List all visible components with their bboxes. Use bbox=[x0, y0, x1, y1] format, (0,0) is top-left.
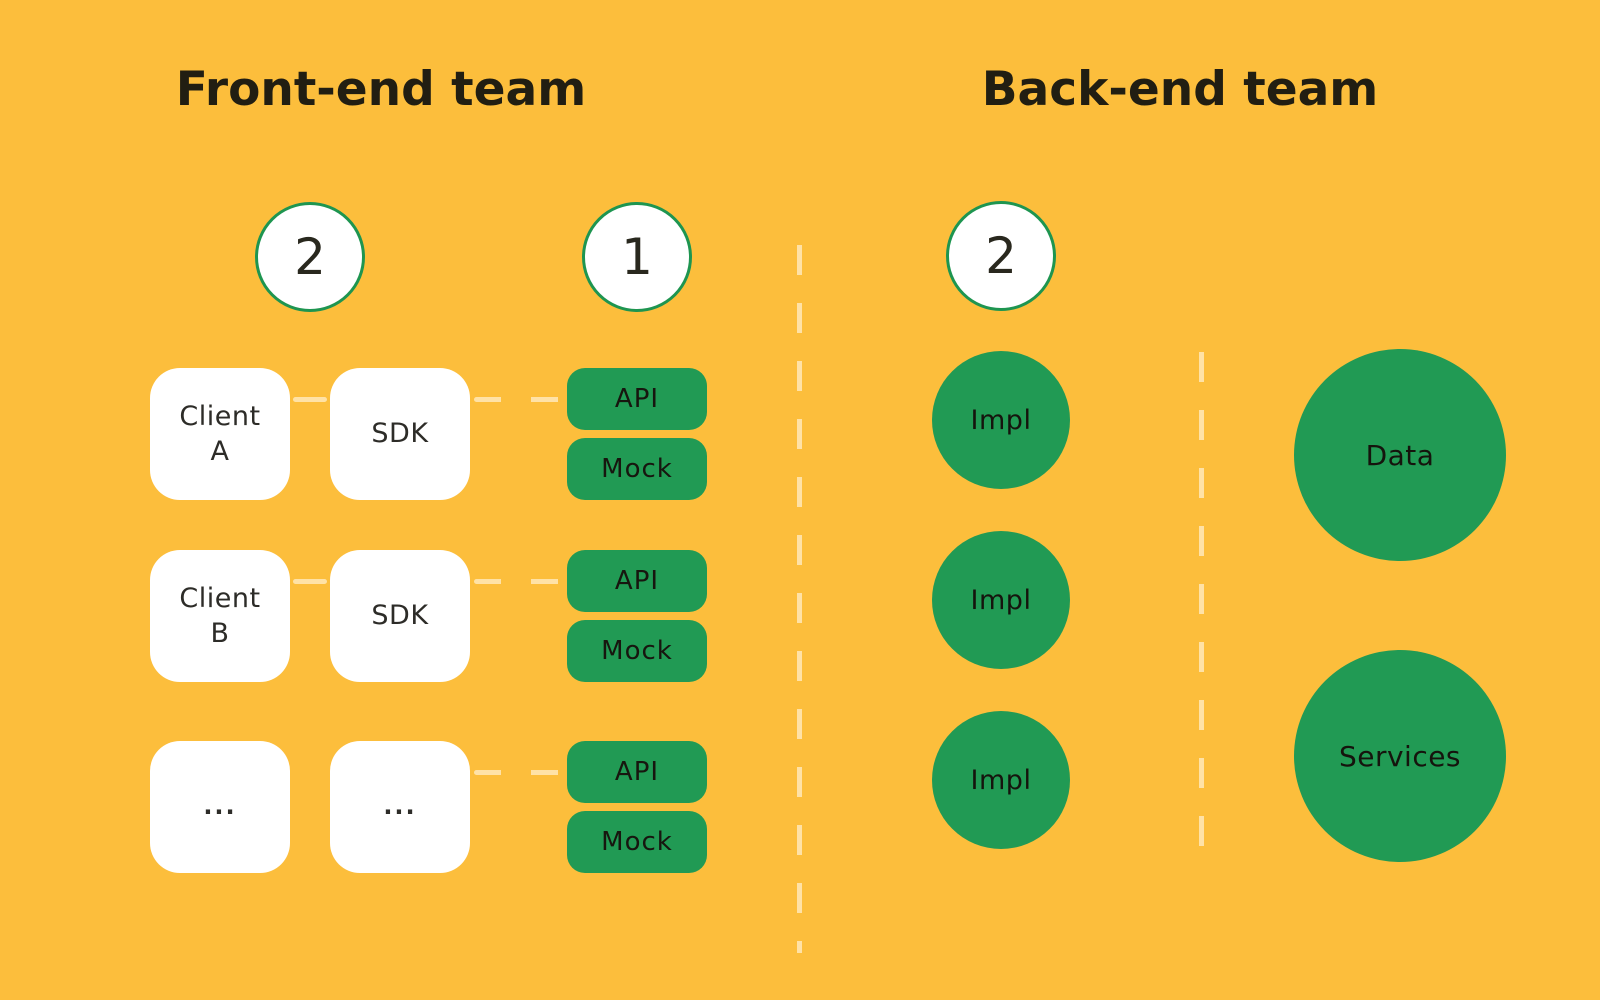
sdk-more-box: ... bbox=[330, 741, 470, 873]
frontend-backend-divider bbox=[797, 245, 802, 953]
services-circle: Services bbox=[1294, 650, 1506, 862]
api-pill-row3: API bbox=[567, 741, 707, 803]
sdk-box-row1: SDK bbox=[330, 368, 470, 500]
sdk-box-row2: SDK bbox=[330, 550, 470, 682]
sdk-api-connector-row3 bbox=[474, 770, 567, 775]
frontend-step-badge-1: 1 bbox=[582, 202, 692, 312]
sdk-api-connector-row2 bbox=[474, 579, 567, 584]
mock-pill-row2: Mock bbox=[567, 620, 707, 682]
client-sdk-connector-row2 bbox=[293, 579, 327, 584]
frontend-title: Front-end team bbox=[175, 62, 587, 117]
sdk-api-connector-row1 bbox=[474, 397, 567, 402]
impl-resources-divider bbox=[1199, 352, 1204, 847]
client-sdk-connector-row1 bbox=[293, 397, 327, 402]
client-more-box: ... bbox=[150, 741, 290, 873]
impl-circle-3: Impl bbox=[932, 711, 1070, 849]
backend-step-badge-2: 2 bbox=[946, 201, 1056, 311]
impl-circle-2: Impl bbox=[932, 531, 1070, 669]
api-pill-row2: API bbox=[567, 550, 707, 612]
client-a-box: Client A bbox=[150, 368, 290, 500]
api-pill-row1: API bbox=[567, 368, 707, 430]
client-b-box: Client B bbox=[150, 550, 290, 682]
frontend-step-badge-2: 2 bbox=[255, 202, 365, 312]
impl-circle-1: Impl bbox=[932, 351, 1070, 489]
data-circle: Data bbox=[1294, 349, 1506, 561]
mock-pill-row3: Mock bbox=[567, 811, 707, 873]
backend-title: Back-end team bbox=[981, 62, 1379, 117]
mock-pill-row1: Mock bbox=[567, 438, 707, 500]
